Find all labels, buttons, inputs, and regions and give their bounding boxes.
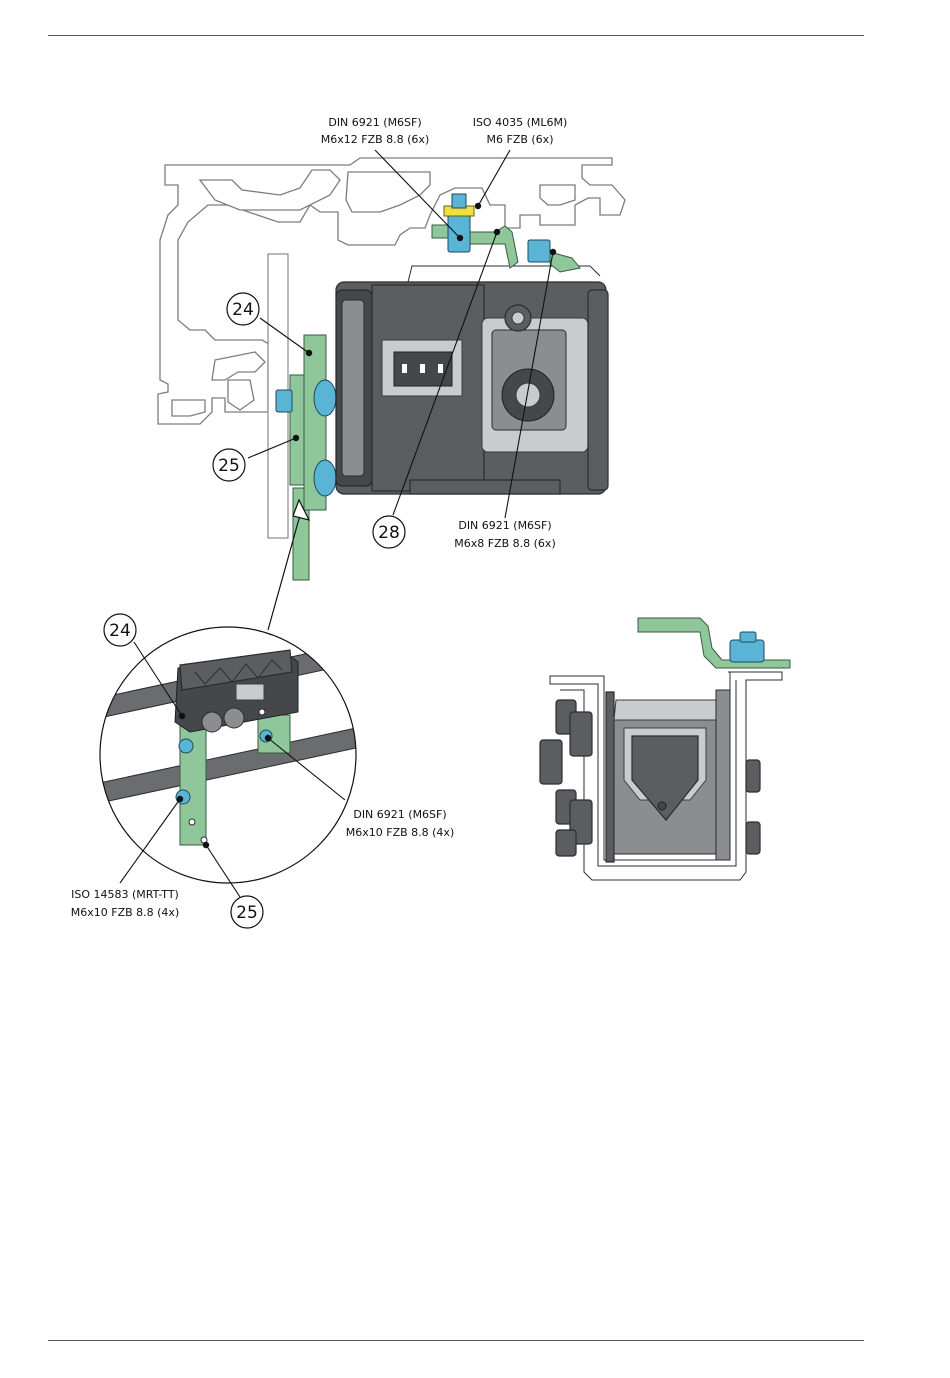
- svg-text:24: 24: [109, 621, 131, 641]
- item-25-detail: 25: [231, 896, 263, 928]
- svg-text:25: 25: [236, 903, 258, 923]
- callout-iso14583-line1: ISO 14583 (MRT-TT): [71, 888, 179, 901]
- callout-iso14583-line2: M6x10 FZB 8.8 (4x): [71, 906, 179, 919]
- item-24-top: 24: [227, 293, 259, 325]
- item-25-top: 25: [213, 449, 245, 481]
- callout-din6921-m6x8-line1: DIN 6921 (M6SF): [458, 519, 551, 532]
- leader-dot: [550, 249, 556, 255]
- svg-text:28: 28: [378, 523, 400, 543]
- callout-din6921-m6x12-line2: M6x12 FZB 8.8 (6x): [321, 133, 429, 146]
- callout-din6921-m6x8-line2: M6x8 FZB 8.8 (6x): [454, 537, 555, 550]
- leader-dot: [177, 796, 183, 802]
- leader-dot: [203, 842, 209, 848]
- leader-dot: [179, 713, 185, 719]
- svg-text:24: 24: [232, 300, 254, 320]
- leader-dot: [306, 350, 312, 356]
- callout-din6921-m6x10-line2: M6x10 FZB 8.8 (4x): [346, 826, 454, 839]
- item-24-detail: 24: [104, 614, 136, 646]
- leader-dot: [475, 203, 481, 209]
- side-view: [540, 618, 790, 880]
- callout-iso4035-line1: ISO 4035 (ML6M): [473, 116, 568, 129]
- callout-din6921-m6x10-line1: DIN 6921 (M6SF): [353, 808, 446, 821]
- item-28-top: 28: [373, 516, 405, 548]
- svg-text:25: 25: [218, 456, 240, 476]
- callout-din6921-m6x12-line1: DIN 6921 (M6SF): [328, 116, 421, 129]
- leader-dot: [494, 229, 500, 235]
- leader-dot: [293, 435, 299, 441]
- leader-dot: [457, 235, 463, 241]
- leader-dot: [265, 735, 271, 741]
- callout-iso4035-line2: M6 FZB (6x): [487, 133, 554, 146]
- detail-view: [90, 620, 370, 900]
- bracket-24: [304, 335, 336, 510]
